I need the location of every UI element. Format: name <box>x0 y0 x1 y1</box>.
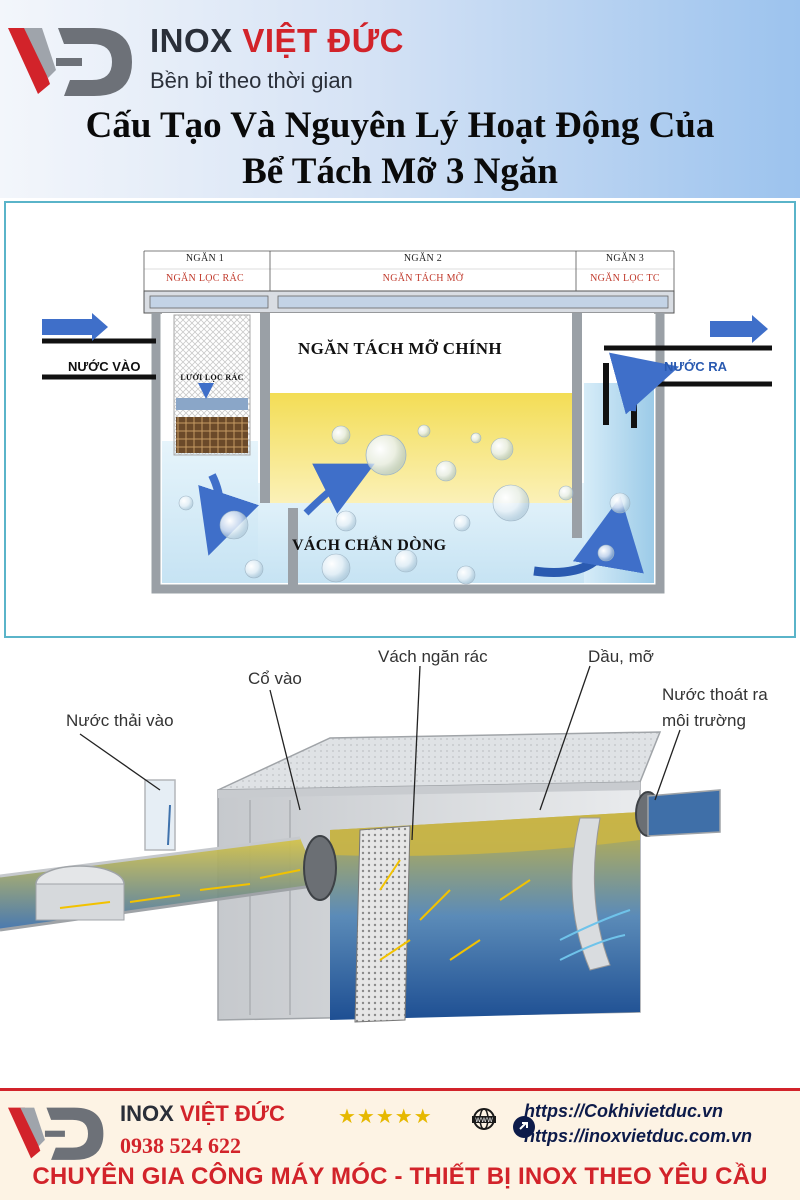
compartment-1-header: NGĂN 1 <box>185 253 225 264</box>
footer-tagline: CHUYÊN GIA CÔNG MÁY MÓC - THIẾT BỊ INOX … <box>32 1163 768 1190</box>
vd-logo <box>8 28 132 96</box>
link-icon <box>513 1116 535 1138</box>
outlet-label: NƯỚC RA <box>664 359 728 374</box>
compartment-3-name: NGĂN LỌC TC <box>590 273 660 284</box>
baffle-label: VÁCH CHẮN DÒNG <box>292 537 447 554</box>
tank-3d-illustration: Cổ vào Vách ngăn rác Dầu, mỡ Nước thoát … <box>0 640 800 1088</box>
rating-stars: ★★★★★ <box>338 1104 433 1128</box>
website-link-2[interactable]: https://inoxvietduc.com.vn <box>524 1126 753 1146</box>
page-title-line1: Cấu Tạo Và Nguyên Lý Hoạt Động Của <box>85 105 715 146</box>
callout-wastewater-in: Nước thải vào <box>66 711 174 730</box>
phone-number[interactable]: 0938 524 622 <box>120 1133 241 1158</box>
website-link-1[interactable]: https://Cokhivietduc.vn <box>524 1101 724 1121</box>
screen-label: LƯỚI LỌC RÁC <box>180 373 244 382</box>
inlet-label: NƯỚC VÀO <box>68 359 141 374</box>
cross-section-diagram: NGĂN 1 NGĂN LỌC RÁC NGĂN 2 NGĂN TÁCH MỠ … <box>4 201 796 638</box>
footer-banner: INOX VIỆT ĐỨC ★★★★★ 0938 524 622 WWW htt… <box>0 1088 800 1200</box>
cross-section-drawing <box>42 250 772 594</box>
brand-name: INOX VIỆT ĐỨC <box>150 22 404 59</box>
footer-brand-name: INOX VIỆT ĐỨC <box>120 1101 285 1126</box>
compartment-2-name: NGĂN TÁCH MỠ <box>382 273 464 284</box>
callout-inlet-neck: Cổ vào <box>248 669 302 688</box>
header-banner: INOX VIỆT ĐỨC Bền bỉ theo thời gian Cấu … <box>0 0 800 198</box>
brand-slogan: Bền bỉ theo thời gian <box>150 68 353 93</box>
main-chamber-label: NGĂN TÁCH MỠ CHÍNH <box>298 339 502 358</box>
www-globe-icon: WWW <box>472 1108 496 1130</box>
vd-logo-footer <box>8 1107 104 1160</box>
callout-screen-wall: Vách ngăn rác <box>378 647 488 666</box>
tank-3d-drawing <box>0 665 800 1088</box>
compartment-2-header: NGĂN 2 <box>403 253 443 264</box>
page-title-line2: Bể Tách Mỡ 3 Ngăn <box>242 151 558 192</box>
compartment-1-name: NGĂN LỌC RÁC <box>165 273 245 284</box>
callout-outlet-line2: môi trường <box>662 711 746 730</box>
callout-oil-grease: Dầu, mỡ <box>588 647 654 666</box>
svg-text:WWW: WWW <box>475 1117 493 1124</box>
compartment-3-header: NGĂN 3 <box>605 253 645 264</box>
callout-outlet-line1: Nước thoát ra <box>662 685 768 704</box>
